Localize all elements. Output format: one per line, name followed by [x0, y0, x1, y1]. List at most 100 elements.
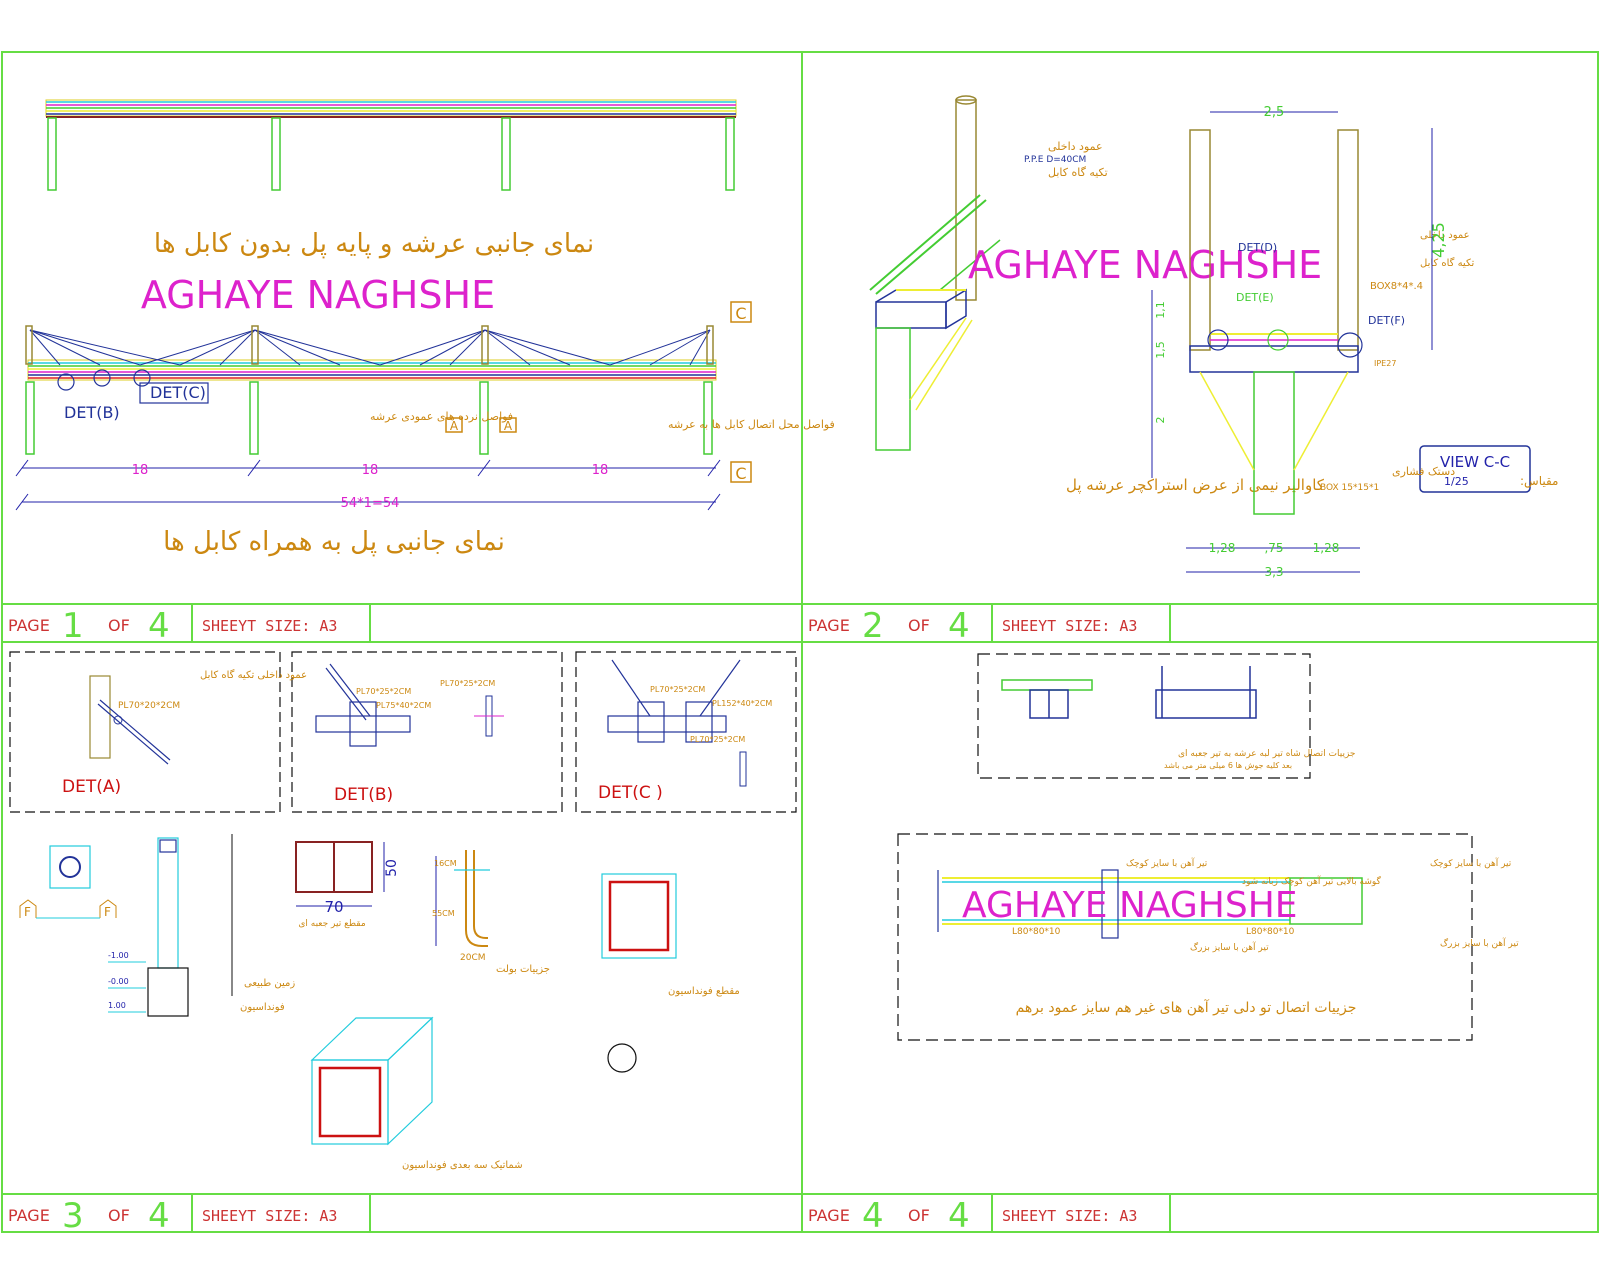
svg-text:C: C [735, 304, 746, 323]
svg-text:C: C [735, 464, 746, 483]
page-4-title: جزییات اتصال تو دلی تیر آهن های غیر هم س… [1016, 999, 1357, 1016]
svg-text:2,5: 2,5 [1264, 105, 1285, 120]
page-3-details: عمود داخلی تکیه گاه کابل PL70*20*2CM DET… [9, 651, 797, 1171]
title-block-page-3: PAGE 3 OF 4 SHEEYT SIZE: A3 [8, 1196, 337, 1236]
title-deck-without-cables: نمای جانبی عرشه و پایه پل بدون کابل ها [154, 229, 594, 259]
svg-text:PL70*25*2CM: PL70*25*2CM [356, 687, 411, 696]
section-dimensions [1151, 111, 1433, 573]
beam-to-beam-connection [937, 869, 1363, 939]
svg-text:PL70*25*2CM: PL70*25*2CM [440, 679, 495, 688]
svg-text:OF: OF [108, 1206, 130, 1225]
svg-text:OF: OF [908, 1206, 930, 1225]
svg-text:دستک فشاری: دستک فشاری [1392, 465, 1455, 478]
title-block-page-1: PAGE 1 OF 4 SHEEYT SIZE: A3 [8, 606, 337, 646]
svg-text:A: A [504, 419, 513, 433]
svg-text:SHEEYT SIZE: A3: SHEEYT SIZE: A3 [202, 1207, 337, 1225]
watermark-p2: AGHAYE NAGHSHE [968, 243, 1322, 287]
svg-text:2: 2 [1154, 417, 1167, 424]
cavalier-view [869, 95, 1001, 451]
bolt-detail [435, 850, 490, 947]
svg-text:A: A [450, 419, 459, 433]
svg-text:تیر آهن با سایز کوچک: تیر آهن با سایز کوچک [1430, 857, 1512, 869]
edge-beam-connection [1001, 666, 1257, 719]
svg-text:بعد کلیه جوش ها 6 میلی متر می: بعد کلیه جوش ها 6 میلی متر می باشد [1164, 761, 1292, 770]
svg-text:1,28: 1,28 [1209, 541, 1236, 555]
svg-text:تکیه گاه کابل: تکیه گاه کابل [1048, 166, 1108, 179]
svg-text:,75: ,75 [1264, 541, 1283, 555]
foundation-3d [310, 1016, 637, 1146]
svg-text:1/25: 1/25 [1444, 475, 1469, 488]
svg-text:عمود داخلی تکیه گاه کابل: عمود داخلی تکیه گاه کابل [200, 669, 307, 681]
svg-text:عمود داخلی: عمود داخلی [1048, 140, 1103, 153]
title-block-page-2: PAGE 2 OF 4 SHEEYT SIZE: A3 [808, 606, 1137, 646]
det-b-label: DET(B) [334, 785, 393, 805]
svg-text:جزییات بولت: جزییات بولت [496, 964, 550, 975]
svg-text:PAGE: PAGE [808, 1206, 850, 1225]
svg-text:PL70*25*2CM: PL70*25*2CM [690, 735, 745, 744]
svg-text:4: 4 [862, 1196, 884, 1236]
svg-text:20CM: 20CM [460, 953, 486, 963]
svg-text:3: 3 [62, 1196, 84, 1236]
svg-text:P.P.E D=40CM: P.P.E D=40CM [1024, 155, 1086, 165]
box-beam-section [295, 841, 385, 907]
svg-text:F: F [104, 905, 111, 919]
svg-text:55CM: 55CM [432, 909, 455, 918]
section-c-c [1189, 129, 1531, 515]
title-block-page-4: PAGE 4 OF 4 SHEEYT SIZE: A3 [808, 1196, 1137, 1236]
svg-text:SHEEYT SIZE: A3: SHEEYT SIZE: A3 [1002, 617, 1137, 635]
det-c-drawing [607, 659, 747, 787]
svg-text:شماتیک سه بعدی فونداسیون: شماتیک سه بعدی فونداسیون [402, 1160, 523, 1171]
svg-text:1,28: 1,28 [1313, 541, 1340, 555]
svg-text:تیر آهن با سایز کوچک: تیر آهن با سایز کوچک [1126, 857, 1208, 869]
svg-text:1,1: 1,1 [1154, 301, 1167, 319]
svg-text:تیر آهن با سایز بزرگ: تیر آهن با سایز بزرگ [1190, 941, 1269, 953]
svg-text:IPE27: IPE27 [1374, 359, 1396, 368]
svg-text:70: 70 [324, 898, 343, 916]
total-span-label: 54*1=54 [341, 496, 400, 511]
svg-text:DET(F): DET(F) [1368, 314, 1405, 327]
det-b-label-p1: DET(B) [64, 403, 120, 422]
svg-text:50: 50 [384, 859, 400, 877]
svg-text:PL70*25*2CM: PL70*25*2CM [650, 685, 705, 694]
svg-text:1: 1 [62, 606, 84, 646]
svg-text:4: 4 [948, 606, 970, 646]
svg-text:3,3: 3,3 [1264, 565, 1283, 579]
svg-text:SHEEYT SIZE: A3: SHEEYT SIZE: A3 [202, 617, 337, 635]
svg-text:4: 4 [948, 1196, 970, 1236]
svg-text:18: 18 [592, 463, 609, 478]
svg-text:L80*80*10: L80*80*10 [1012, 927, 1061, 937]
svg-text:گوشه بالایی تیر آهن کوچک زبانه: گوشه بالایی تیر آهن کوچک زبانه شود [1242, 875, 1382, 887]
svg-text:تکیه گاه کابل: تکیه گاه کابل [1420, 257, 1474, 269]
svg-text:مقیاس:: مقیاس: [1520, 474, 1558, 489]
svg-text:1,5: 1,5 [1154, 341, 1167, 359]
span-dimensions [15, 459, 721, 511]
svg-text:PAGE: PAGE [8, 1206, 50, 1225]
title-deck-with-cables: نمای جانبی پل به همراه کابل ها [163, 527, 505, 557]
det-c-label-p1: DET(C) [150, 383, 206, 402]
deck-with-cables: DET(C) DET(B) C C A A فواصل نرده های عمو… [25, 301, 835, 483]
svg-text:-0.00: -0.00 [108, 977, 129, 986]
svg-text:4,25: 4,25 [1429, 222, 1448, 258]
svg-text:PL75*40*2CM: PL75*40*2CM [376, 701, 431, 710]
svg-text:فواصل محل اتصال کابل ها به عرش: فواصل محل اتصال کابل ها به عرشه [668, 418, 835, 431]
svg-text:زمین طبیعی: زمین طبیعی [244, 978, 295, 989]
svg-text:مقطع فونداسیون: مقطع فونداسیون [668, 986, 740, 997]
det-b-drawing [315, 663, 504, 747]
svg-text:فونداسیون: فونداسیون [240, 1002, 285, 1013]
page-4-connection-details: جزییات اتصال شاه تیر لبه عرشه به تیر جعب… [897, 653, 1519, 1041]
svg-text:OF: OF [908, 616, 930, 635]
svg-text:PL152*40*2CM: PL152*40*2CM [712, 699, 772, 708]
svg-text:4: 4 [148, 606, 170, 646]
svg-text:F: F [24, 905, 31, 919]
svg-text:PL70*20*2CM: PL70*20*2CM [118, 701, 180, 711]
svg-text:عمود داخلی: عمود داخلی [1420, 230, 1470, 241]
svg-text:2: 2 [862, 606, 884, 646]
svg-text:-1.00: -1.00 [108, 951, 129, 960]
svg-text:4: 4 [148, 1196, 170, 1236]
sheet-frames [1, 51, 1599, 1233]
svg-text:تیر آهن با سایز بزرگ: تیر آهن با سایز بزرگ [1440, 937, 1519, 949]
svg-text:OF: OF [108, 616, 130, 635]
view-c-c-title: VIEW C-C [1440, 453, 1510, 471]
svg-text:16CM: 16CM [434, 859, 457, 868]
watermark-p4: AGHAYE NAGHSHE [962, 885, 1298, 926]
